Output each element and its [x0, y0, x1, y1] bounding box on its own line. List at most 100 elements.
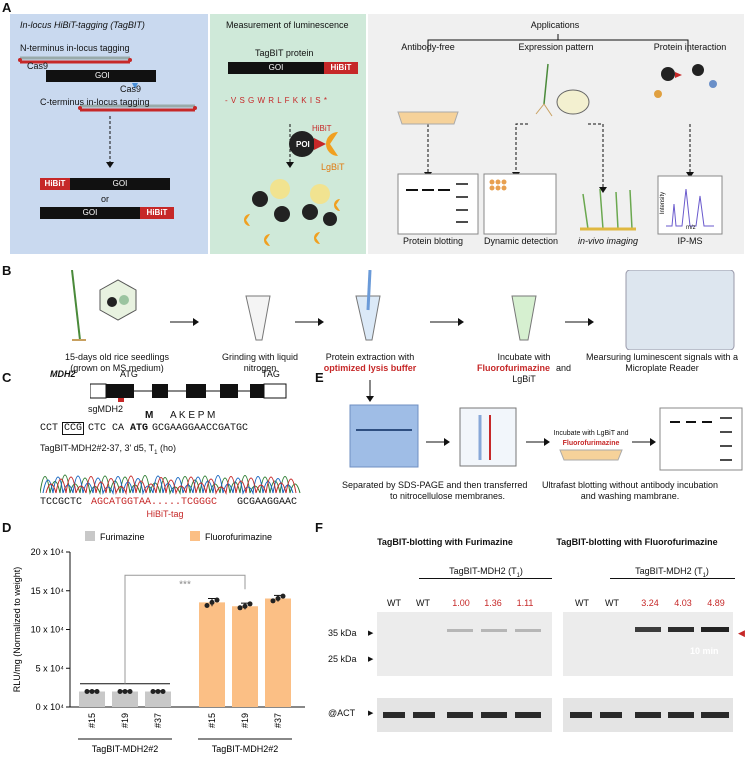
lane-wt-3: WT: [575, 598, 589, 608]
act-arrow: ▶: [368, 710, 374, 717]
legend-swatch-fluorofurimazine: [190, 531, 200, 541]
group-line-2: [610, 578, 735, 579]
hibit-small-label: HiBiT: [312, 124, 332, 133]
hibit-c-tag: HiBiT: [140, 207, 174, 219]
marker-arrow-1: ▶: [368, 630, 374, 637]
lane-val-5: 4.03: [674, 598, 692, 608]
ultrafast-caption: Ultrafast blotting without antibody incu…: [541, 480, 719, 490]
bar: [112, 691, 138, 707]
data-point: [160, 689, 166, 694]
blot-group-label-2: TagBIT-MDH2 (T1): [635, 566, 709, 579]
tagbit-goi: GOI: [228, 62, 324, 74]
bar: [79, 691, 105, 707]
blot-group-text-1: TagBIT-MDH2 (T: [449, 566, 517, 576]
significance-label: ***: [179, 579, 191, 590]
x-tick-label: #15: [87, 713, 97, 728]
data-point: [237, 605, 243, 611]
sgrna-label: sgMDH2: [88, 404, 124, 414]
group-label: TagBIT-MDH2#2: [212, 744, 279, 754]
step4-text: Incubate with: [497, 352, 551, 362]
applications-diagram: [397, 34, 723, 235]
x-tick-label: #37: [153, 713, 163, 728]
sds-page-caption: Separated by SDS-PAGE and then transferr…: [342, 480, 528, 490]
lane-val-3: 1.11: [516, 598, 534, 608]
blot-title-furimazine: TagBIT-blotting with Furimazine: [377, 537, 513, 547]
tagbit-hibit: HiBiT: [324, 62, 358, 74]
n-term-label: N-terminus in-locus tagging: [20, 43, 130, 53]
luminescence-diagram: [244, 124, 340, 246]
tagbit-protein-label: TagBIT protein: [255, 48, 314, 58]
y-tick-label: 15 x 10⁴: [31, 586, 65, 596]
poi-label: POI: [296, 140, 310, 149]
step4-text-b: Fluorofurimazine: [477, 363, 551, 373]
data-point: [242, 603, 248, 609]
group-line-1: [419, 578, 552, 579]
western-blot-images: [377, 612, 733, 732]
bar: [265, 598, 291, 707]
time-label: 10 min: [690, 646, 719, 656]
out-dynamic-detection: Dynamic detection: [483, 236, 559, 246]
legend-label-fluorofurimazine: Fluorofurimazine: [205, 532, 272, 542]
hibit-n-tag: HiBiT: [40, 178, 70, 190]
blot-group-text-2: TagBIT-MDH2 (T: [635, 566, 703, 576]
data-point: [117, 689, 123, 694]
data-point: [127, 689, 133, 694]
out-in-vivo-imaging: in-vivo imaging: [577, 236, 639, 246]
atg-label: ATG: [120, 369, 138, 379]
cas9-label-1: Cas9: [27, 61, 49, 71]
lane-wt-1: WT: [387, 598, 401, 608]
panel-label-f: F: [315, 520, 323, 535]
bar: [232, 606, 258, 707]
data-point: [270, 598, 276, 604]
step3-text: Protein extraction with: [325, 352, 415, 362]
trace-label: TagBIT-MDH2#2-37, 3' d5, T1 (ho): [40, 443, 176, 456]
x-tick-label: #19: [240, 713, 250, 728]
out-ip-ms: IP-MS: [677, 236, 703, 246]
c-term-label: C-terminus in-locus tagging: [40, 97, 150, 107]
data-point: [275, 596, 281, 601]
marker-35kda: 35 kDa: [328, 628, 357, 638]
dna-seq-pam: CCG: [62, 422, 85, 435]
dna-seq-atg: ATG: [130, 423, 149, 434]
sequencing-trace: [40, 474, 301, 495]
out-protein-blotting: Protein blotting: [402, 236, 464, 246]
data-point: [94, 689, 100, 694]
tagging-diagram: [18, 56, 197, 168]
y-tick-label: 0 x 10⁴: [36, 702, 65, 712]
peptide-sequence: - V S G W R L F K K I S *: [225, 96, 328, 105]
data-point: [155, 689, 161, 694]
aa-m: M: [145, 410, 154, 421]
data-point: [150, 689, 156, 694]
step2-text: Grinding with liquid: [221, 352, 299, 362]
hibit-tag-label: HiBiT-tag: [146, 509, 184, 519]
trace-label-main: TagBIT-MDH2#2-37, 3' d5, T: [40, 443, 155, 453]
significance-bracket: [124, 574, 246, 684]
blot-group-end-1: ): [519, 566, 523, 576]
y-tick-label: 20 x 10⁴: [31, 547, 65, 557]
read-seq-hibit: AGCATGGTAA.....TCGGGC: [91, 497, 218, 508]
data-point: [204, 602, 210, 608]
blot-workflow: [349, 380, 743, 471]
panel-label-a: A: [2, 0, 12, 15]
panel-label-c: C: [2, 370, 12, 385]
step1-text: 15-days old rice seedlings: [64, 352, 170, 362]
gene-name: MDH2: [50, 369, 76, 379]
workflow-icons: [71, 270, 735, 350]
tag-label: TAG: [262, 369, 280, 379]
lane-val-2: 1.36: [484, 598, 502, 608]
data-point: [89, 689, 95, 694]
goi-gene: [46, 70, 156, 82]
panel-label-d: D: [2, 520, 12, 535]
luminescence-title: Measurement of luminescence: [226, 20, 349, 30]
marker-arrow-2: ▶: [368, 656, 374, 663]
blot-title-fluorofurimazine: TagBIT-blotting with Fluorofurimazine: [556, 537, 718, 547]
gene-structure: [90, 383, 287, 402]
y-axis-label: RLU/mg (Normalized to weight): [12, 567, 22, 693]
or-label: or: [100, 194, 110, 204]
tagging-title: In-locus HiBiT-tagging (TagBIT): [20, 20, 145, 30]
x-tick-label: #37: [273, 713, 283, 728]
y-tick-label: 10 x 10⁴: [31, 625, 65, 635]
lane-wt-2: WT: [416, 598, 430, 608]
lane-val-6: 4.89: [707, 598, 725, 608]
step3-text-b: optimized lysis buffer: [323, 363, 417, 373]
